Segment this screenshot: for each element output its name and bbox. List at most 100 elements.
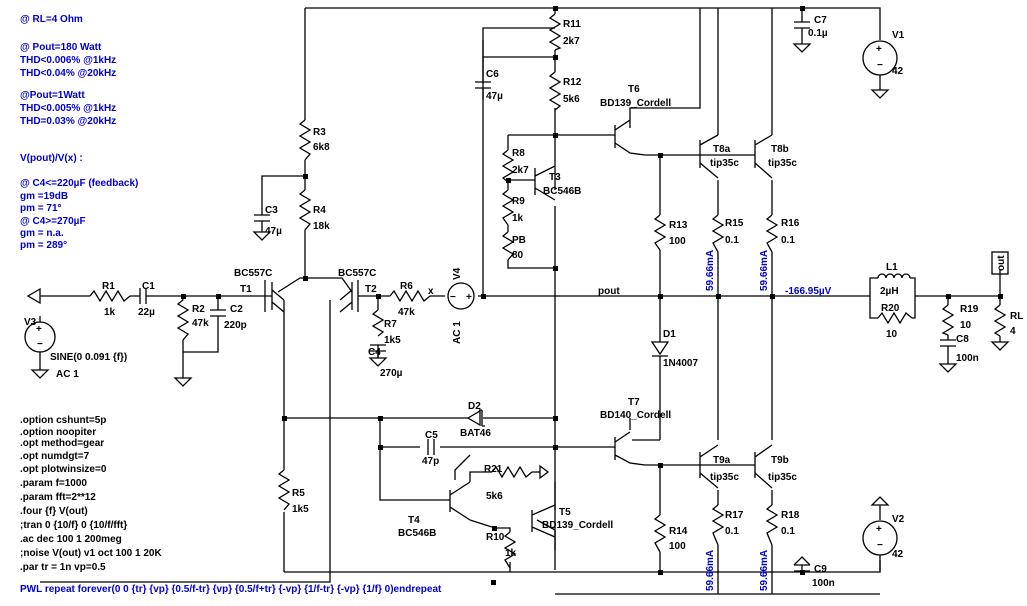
transistor-t8a xyxy=(699,134,719,179)
resistor-r15 xyxy=(711,214,725,253)
resistor-r21 xyxy=(491,465,533,479)
sources: + − − + + − + − xyxy=(24,40,898,556)
directive-line: .opt method=gear xyxy=(20,438,104,449)
label-v3-name: V3 xyxy=(24,317,37,328)
svg-text:+: + xyxy=(36,324,42,335)
resistor-r19 xyxy=(941,304,955,336)
label-r17-value: 0.1 xyxy=(725,526,739,537)
label-t5-model: BD139_Cordell xyxy=(542,520,613,531)
directive-line: PWL repeat forever(0 0 {tr} {vp} {0.5/f-… xyxy=(20,584,442,595)
label-r17-name: R17 xyxy=(725,510,744,521)
label-t7-model: BD140_Cordell xyxy=(600,410,671,421)
label-c1-value: 22µ xyxy=(138,307,155,318)
resistor-r11 xyxy=(548,13,562,51)
label-d2-name: D2 xyxy=(468,401,481,412)
label-r4-name: R4 xyxy=(313,205,326,216)
directive-line: .option noopiter xyxy=(20,427,96,438)
ground-symbol xyxy=(252,231,272,241)
directive-line: .param f=1000 xyxy=(20,478,87,489)
svg-text:+: + xyxy=(466,292,472,303)
resistor-r12 xyxy=(548,71,562,111)
current-readout: 59.66mA xyxy=(705,550,716,591)
source-v3: + − xyxy=(24,321,56,353)
label-r4-value: 18k xyxy=(313,221,330,232)
label-c7-name: C7 xyxy=(814,15,827,26)
directive-line: .ac dec 100 1 200meg xyxy=(20,534,122,545)
label-c7-value: 0.1µ xyxy=(808,28,828,39)
inductor-l1 xyxy=(877,273,912,279)
label-r1-value: 1k xyxy=(104,307,116,318)
label-r6-value: 47k xyxy=(398,307,415,318)
label-t4-name: T4 xyxy=(408,515,420,526)
note-line: @Pout=1Watt xyxy=(20,90,85,101)
transistor-t1 xyxy=(271,282,285,313)
label-t3-model: BC546B xyxy=(543,186,581,197)
label-v4-name: V4 xyxy=(452,267,463,280)
directive-line: ;noise V(out) v1 oct 100 1 20K xyxy=(20,548,162,559)
label-r12-name: R12 xyxy=(563,77,582,88)
label-r18-name: R18 xyxy=(781,510,800,521)
label-r11-value: 2k7 xyxy=(563,36,580,47)
label-t8a-name: T8a xyxy=(713,144,731,155)
label-r7-value: 1k5 xyxy=(384,335,401,346)
label-r2-value: 47k xyxy=(192,318,209,329)
svg-text:+: + xyxy=(876,44,882,55)
label-r5-name: R5 xyxy=(292,488,305,499)
label-l1-name: L1 xyxy=(886,262,898,273)
label-t3-name: T3 xyxy=(549,172,561,183)
label-t5-name: T5 xyxy=(559,507,571,518)
ground-symbol xyxy=(938,363,958,373)
capacitor-c4 xyxy=(370,344,386,358)
resistor-r18 xyxy=(765,504,779,546)
label-pb-value: 80 xyxy=(512,250,524,261)
label-r14-name: R14 xyxy=(669,526,688,537)
label-t6-model: BD139_Cordell xyxy=(600,98,671,109)
label-v2-name: V2 xyxy=(892,514,905,525)
label-r21-name: R21 xyxy=(484,464,503,475)
diodes xyxy=(466,341,670,427)
label-r10-name: R10 xyxy=(486,532,505,543)
capacitor-c5 xyxy=(427,439,435,455)
notes: @ RL=4 Ohm @ Pout=180 Watt THD<0.006% @1… xyxy=(20,14,138,251)
current-readout: 59.66mA xyxy=(759,550,770,591)
transistor-t7 xyxy=(614,431,646,466)
label-t8b-name: T8b xyxy=(771,144,789,155)
op-readouts: 59.66mA 59.66mA 59.66mA 59.66mA -166.95µ… xyxy=(705,250,832,591)
label-t6-name: T6 xyxy=(628,84,640,95)
label-c6-value: 47µ xyxy=(486,91,503,102)
label-r18-value: 0.1 xyxy=(781,526,795,537)
ground-symbol xyxy=(870,496,890,506)
label-r3-value: 6k8 xyxy=(313,142,330,153)
label-c9-name: C9 xyxy=(814,564,827,575)
label-r8-value: 2k7 xyxy=(512,165,529,176)
note-line: @ C4<=220µF (feedback) xyxy=(20,178,138,189)
directive-line: ;tran 0 {10/f} 0 {10/f/fft} xyxy=(20,520,127,531)
diode-d2 xyxy=(466,409,485,427)
resistor-r1 xyxy=(89,289,131,303)
directive-line: .opt numdgt=7 xyxy=(20,451,90,462)
label-rl-name: RL xyxy=(1010,311,1023,322)
resistor-r9 xyxy=(501,189,515,226)
label-r1-name: R1 xyxy=(102,281,115,292)
label-r20-name: R20 xyxy=(881,303,900,314)
resistor-r20 xyxy=(877,311,913,325)
label-v3-value: SINE(0 0.091 {f}) xyxy=(50,352,127,363)
label-t2-model: BC557C xyxy=(338,268,376,279)
label-r11-name: R11 xyxy=(563,19,581,30)
note-line: pm = 71° xyxy=(20,203,62,214)
label-t9b-model: tip35c xyxy=(768,472,797,483)
label-v2-value: 42 xyxy=(892,549,904,560)
net-label-out: out xyxy=(996,255,1007,271)
label-c8-value: 100n xyxy=(956,353,979,364)
ground-symbol xyxy=(870,89,890,99)
label-c2-name: C2 xyxy=(230,304,243,315)
transistor-t2 xyxy=(339,282,353,313)
ground-symbol xyxy=(990,341,1010,351)
label-pb-name: PB xyxy=(512,235,526,246)
resistor-r13 xyxy=(653,214,667,251)
label-v4-value: AC 1 xyxy=(452,321,463,344)
label-t7-name: T7 xyxy=(628,397,640,408)
resistor-r17 xyxy=(711,504,725,546)
label-t8a-model: tip35c xyxy=(710,158,739,169)
net-label-x: x xyxy=(428,286,434,297)
